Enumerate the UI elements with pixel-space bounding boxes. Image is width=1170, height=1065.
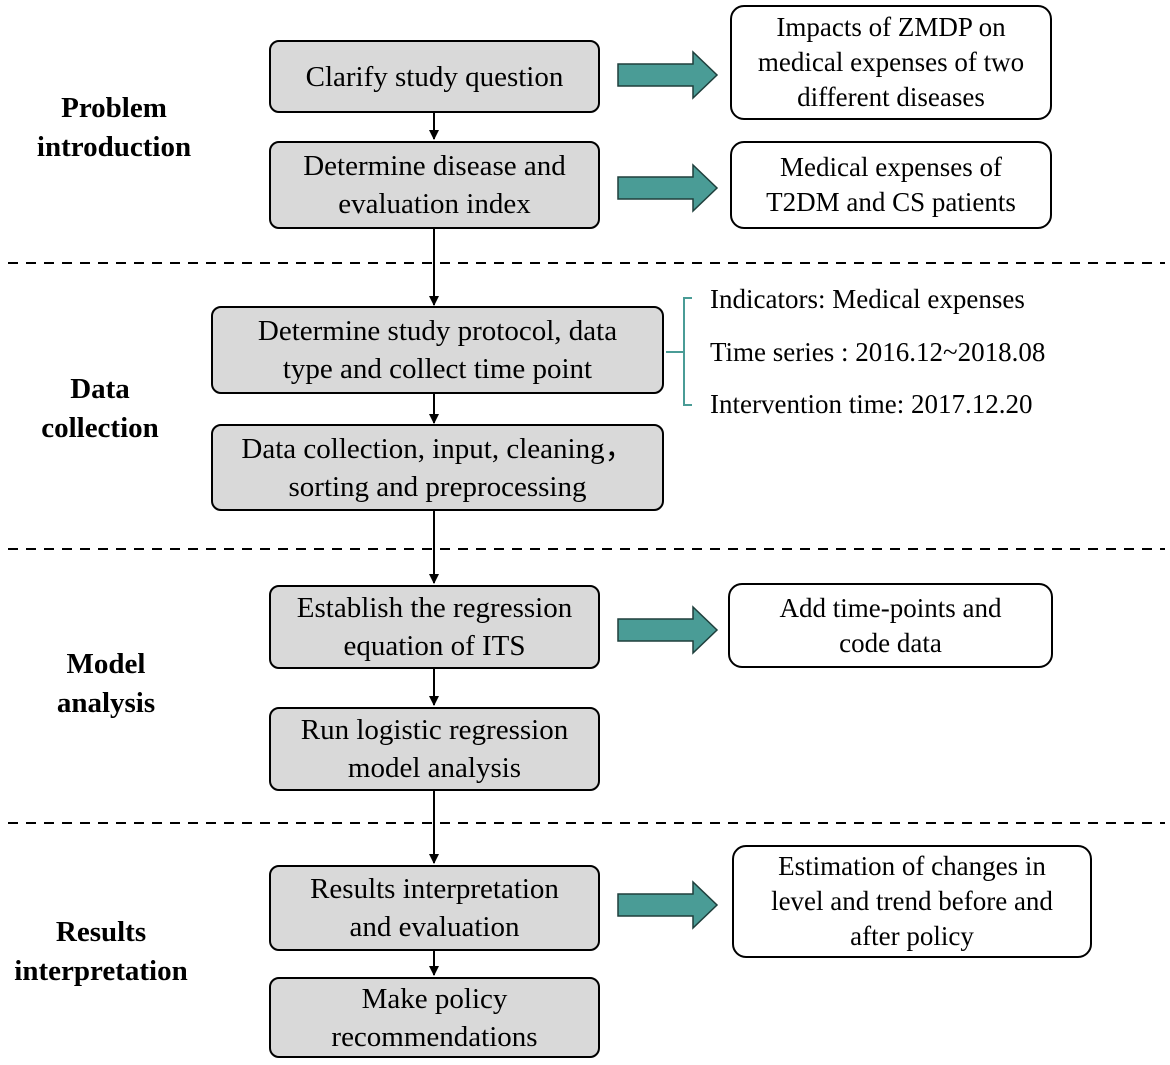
step-text-line: Determine disease and — [303, 150, 566, 182]
stage-label-line: collection — [41, 412, 159, 444]
step-text-line: Data collection, input, cleaning， — [241, 432, 634, 465]
indicator-intervention-time: Intervention time: 2017.12.20 — [710, 389, 1033, 419]
stage-label-data: Data collection — [0, 370, 200, 448]
step-text-line: Results interpretation — [310, 873, 559, 905]
stage-label-line: Model — [66, 648, 146, 680]
step-text-line: equation of ITS — [343, 630, 526, 662]
step-run-logistic-regression: Run logistic regression model analysis — [269, 707, 600, 791]
note-text-line: T2DM and CS patients — [766, 187, 1016, 217]
teal-arrow-add-time-points — [617, 605, 719, 655]
note-text-line: Impacts of ZMDP on — [776, 12, 1006, 42]
step-text-line: Establish the regression — [296, 592, 573, 624]
step-establish-regression: Establish the regression equation of ITS — [269, 585, 600, 669]
note-estimation-of-changes: Estimation of changes in level and trend… — [732, 845, 1092, 958]
step-determine-disease: Determine disease and evaluation index — [269, 141, 600, 229]
step-text-line: Clarify study question — [305, 60, 564, 93]
step-data-collection: Data collection, input, cleaning， sortin… — [211, 424, 664, 511]
stage-label-model: Model analysis — [6, 645, 206, 723]
teal-arrow-medical-expenses — [617, 163, 719, 213]
note-text-line: different diseases — [797, 82, 985, 112]
note-medical-expenses: Medical expenses of T2DM and CS patients — [730, 141, 1052, 229]
note-text-line: after policy — [850, 921, 974, 951]
note-add-time-points: Add time-points and code data — [728, 583, 1053, 668]
step-clarify-study-question: Clarify study question — [269, 40, 600, 113]
step-text-line: recommendations — [331, 1020, 538, 1053]
note-text-line: code data — [839, 627, 942, 658]
teal-arrow-estimation — [617, 880, 719, 930]
stage-label-line: Problem — [61, 92, 167, 124]
stage-label-line: introduction — [36, 131, 192, 163]
step-text-line: Make policy — [361, 982, 508, 1015]
note-text-line: level and trend before and — [771, 886, 1053, 916]
stage-label-problem: Problem introduction — [14, 89, 214, 167]
step-results-interpretation: Results interpretation and evaluation — [269, 865, 600, 951]
step-text-line: model analysis — [347, 752, 522, 784]
step-text-line: Run logistic regression — [300, 714, 569, 746]
note-text-line: Medical expenses of — [780, 152, 1002, 182]
step-text-line: sorting and preprocessing — [288, 470, 587, 503]
teal-arrow-impacts — [617, 50, 719, 100]
stage-label-line: Data — [70, 373, 130, 405]
step-text-line: and evaluation — [349, 911, 520, 943]
note-impacts-of-zmdp: Impacts of ZMDP on medical expenses of t… — [730, 5, 1052, 120]
stage-label-line: Results — [55, 916, 147, 948]
indicator-bracket — [666, 297, 692, 406]
stage-label-results: Results interpretation — [0, 913, 202, 991]
step-determine-protocol: Determine study protocol, data type and … — [211, 306, 664, 394]
step-make-policy-recommendations: Make policy recommendations — [269, 977, 600, 1058]
stage-label-line: interpretation — [14, 955, 188, 987]
note-text-line: Estimation of changes in — [778, 851, 1046, 881]
step-text-line: evaluation index — [338, 188, 531, 220]
note-text-line: Add time-points and — [779, 592, 1002, 623]
step-text-line: Determine study protocol, data — [257, 315, 618, 347]
step-text-line: type and collect time point — [282, 353, 593, 385]
note-text-line: medical expenses of two — [757, 47, 1025, 77]
stage-label-line: analysis — [56, 687, 156, 719]
indicator-time-series: Time series : 2016.12~2018.08 — [710, 337, 1046, 367]
indicator-medical-expenses: Indicators: Medical expenses — [710, 284, 1025, 314]
